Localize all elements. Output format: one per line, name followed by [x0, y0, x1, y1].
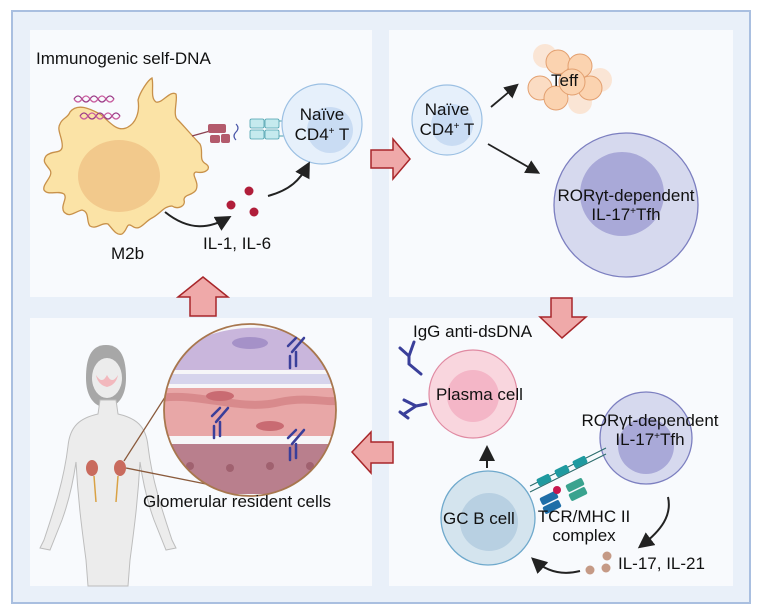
t-text: T: [334, 125, 350, 144]
to-teff-arrow: [490, 83, 519, 108]
cytokine-to-b-cell-arrow: [531, 557, 581, 574]
il17-tfh-label-2: IL-17+Tfh: [570, 430, 730, 449]
igg-anti-dsdna-antibody-icon: [398, 340, 428, 420]
tfh-text: Tfh: [636, 205, 661, 224]
tfh-secretion-arrow: [637, 496, 670, 549]
tcr-mhc-complex-label: TCR/MHC II complex: [532, 507, 636, 545]
il1-il6-label: IL-1, IL-6: [203, 234, 272, 253]
il17-il21-cytokine-dots: [585, 551, 612, 575]
tfh-label: RORγt-dependent IL-17+Tfh: [546, 186, 706, 224]
self-dna-title: Immunogenic self-DNA: [36, 49, 211, 68]
gc-b-cell: [440, 470, 536, 566]
flow-arrow-down: [538, 297, 588, 340]
tfh-label-2: RORγt-dependent IL-17+Tfh: [570, 411, 730, 449]
cd4-sup: +: [328, 126, 335, 137]
rorgt-label: RORγt-dependent: [557, 186, 695, 205]
m2b-label: M2b: [111, 244, 145, 263]
rorgt-il17-tfh-cell: [553, 132, 699, 278]
glomerular-resident-cells-label: Glomerular resident cells: [143, 492, 332, 511]
t-text-2: T: [459, 120, 475, 139]
cd4-t-label: CD4+ T: [282, 125, 362, 145]
female-patient-figure: [39, 345, 177, 587]
cd4-t-label-2: CD4+ T: [408, 120, 486, 140]
secretion-arrow: [164, 211, 232, 231]
il17-sup: +: [630, 206, 637, 217]
rorgt-label-2: RORγt-dependent: [581, 411, 719, 430]
naive-cd4-t-cell: [281, 83, 363, 165]
zoom-line-lower: [125, 467, 217, 487]
tfh-text-2: Tfh: [660, 430, 685, 449]
cd4-sup-2: +: [453, 121, 460, 132]
il17-text: IL-17: [591, 205, 631, 224]
gc-b-cell-label: GC B cell: [443, 509, 515, 528]
il17-tfh-label: IL-17+Tfh: [546, 205, 706, 224]
mhc-tcr-synapse-icon: [191, 118, 284, 143]
flow-arrow-up: [175, 276, 231, 317]
tcr-mhc-ii-complex-icon: [529, 447, 607, 514]
naive-cd4-t-label-2: Naïve CD4+ T: [408, 100, 486, 140]
plasma-cell-label: Plasma cell: [436, 385, 523, 404]
self-dna-icon: [73, 95, 121, 120]
il17-text-2: IL-17: [615, 430, 655, 449]
igg-anti-dsdna-label: IgG anti-dsDNA: [413, 322, 533, 341]
to-tfh-arrow: [487, 143, 541, 174]
naive-cd4-t-label: Naïve CD4+ T: [282, 105, 362, 145]
rorgt-il17-tfh-cell-2: [599, 391, 693, 485]
cd4-text: CD4: [294, 125, 329, 144]
tcr-mhc-line1: TCR/MHC II: [537, 507, 631, 526]
macrophage-m2b-cell: [43, 77, 210, 235]
il1-il6-cytokine-dots: [226, 186, 259, 217]
naive-cd4-t-cell-2: [411, 84, 483, 156]
il17-sup-2: +: [654, 431, 661, 442]
tcr-mhc-line2: complex: [552, 526, 616, 545]
teff-cell-cluster: [527, 44, 612, 114]
plasma-cell: [428, 349, 518, 439]
cd4-text-2: CD4: [419, 120, 454, 139]
teff-label: Teff: [551, 71, 579, 90]
il17-il21-label: IL-17, IL-21: [618, 554, 705, 573]
cytokine-to-t-cell-arrow: [267, 161, 310, 197]
flow-arrow-left: [350, 430, 394, 475]
naive-label-2: Naïve: [424, 100, 470, 119]
flow-arrow-right: [370, 136, 411, 182]
glomerulus-zoom-circle: [163, 323, 337, 497]
naive-label: Naïve: [299, 105, 345, 124]
